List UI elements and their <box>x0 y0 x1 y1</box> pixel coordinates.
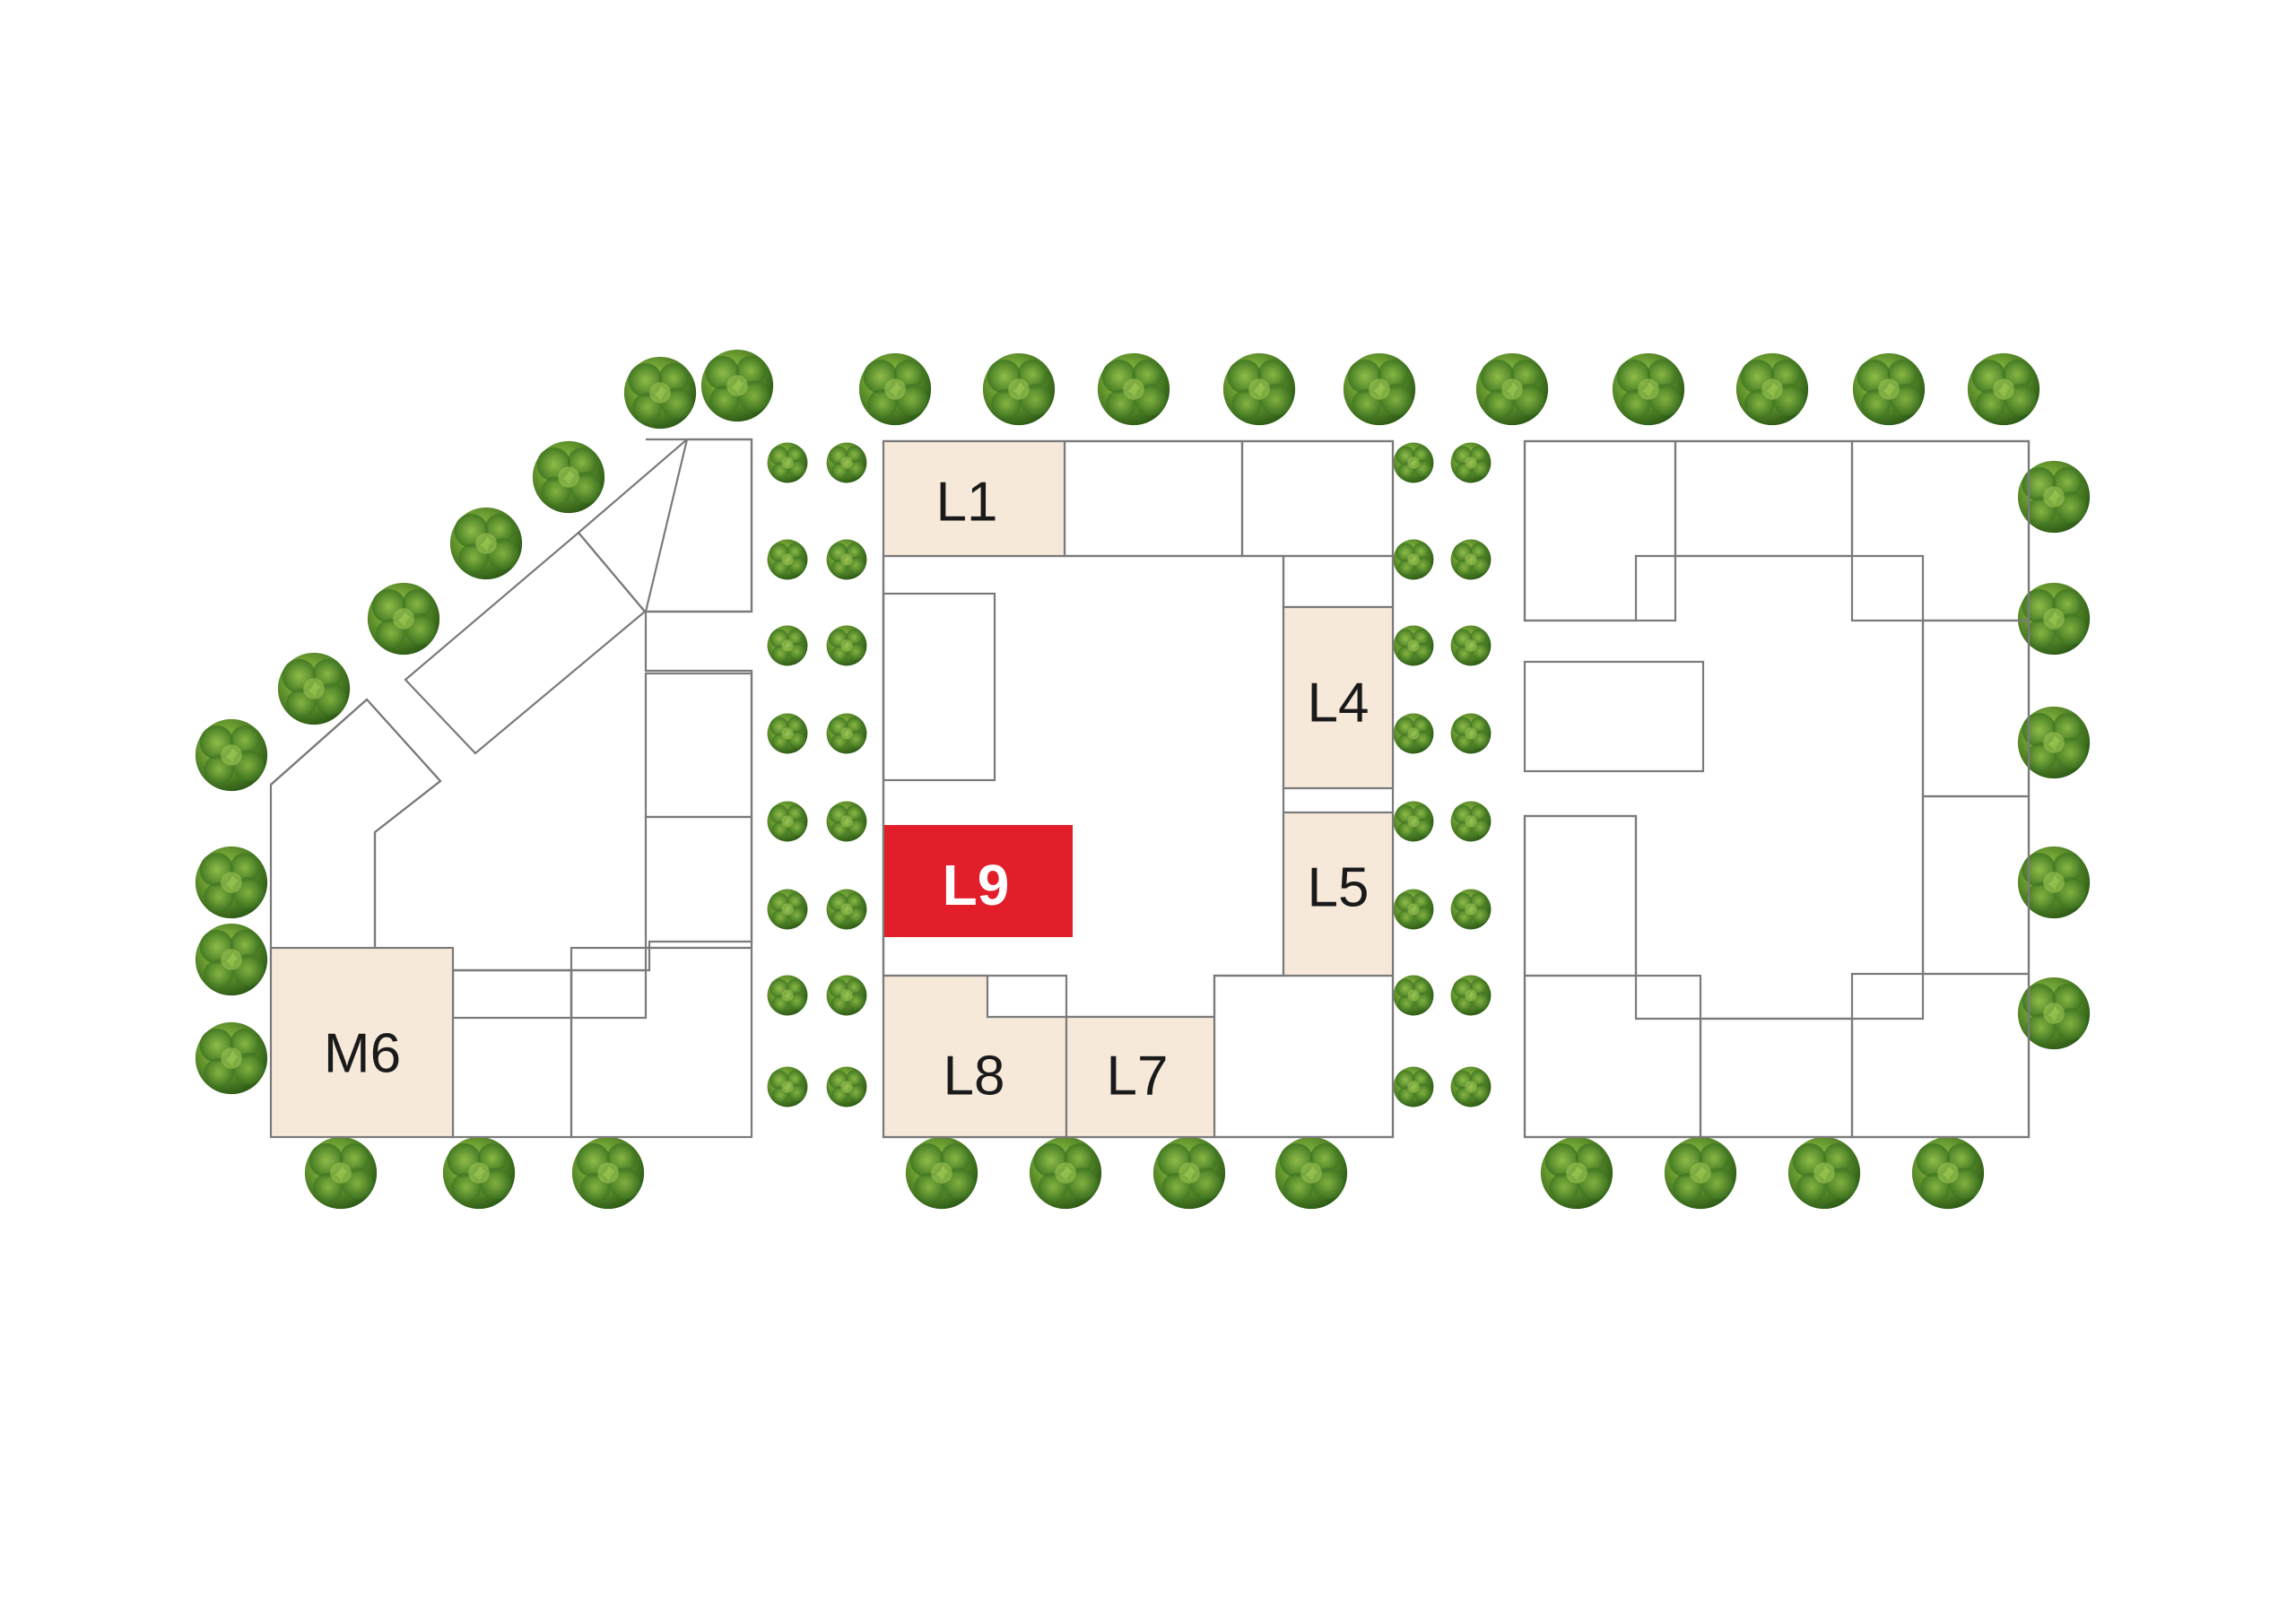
tree-icon <box>1222 352 1296 426</box>
tree-icon <box>826 625 867 666</box>
tree-icon <box>1393 801 1434 842</box>
right-south-unit-3 <box>1850 972 2031 1139</box>
tree-icon <box>1475 352 1549 426</box>
tree-icon <box>767 1066 808 1107</box>
tree-icon <box>767 539 808 580</box>
tree-icon <box>277 652 351 725</box>
tree-icon <box>1967 352 2040 426</box>
unit-l7[interactable] <box>1065 1015 1216 1139</box>
tree-icon <box>195 923 268 996</box>
east-wing-upper <box>644 672 753 819</box>
tree-icon <box>195 846 268 919</box>
north-unit-2 <box>1063 439 1244 558</box>
tree-icon <box>442 1136 516 1210</box>
north-unit-3 <box>1240 439 1395 558</box>
south-unit-east <box>570 946 753 1139</box>
tree-icon <box>195 1021 268 1095</box>
tree-icon <box>1029 1136 1102 1210</box>
tree-icon <box>195 718 268 792</box>
right-east-unit-2 <box>1921 795 2031 976</box>
tree-icon <box>1450 889 1492 930</box>
tree-icon <box>449 507 523 580</box>
courtyard-block <box>882 592 996 782</box>
tree-icon <box>1393 625 1434 666</box>
tree-icon <box>1393 442 1434 483</box>
tree-icon <box>1152 1136 1226 1210</box>
tree-icon <box>982 352 1056 426</box>
tree-icon <box>826 442 867 483</box>
unit-l5[interactable] <box>1282 811 1395 977</box>
tree-icon <box>1911 1136 1985 1210</box>
tree-icon <box>1393 1066 1434 1107</box>
tree-icon <box>1612 352 1685 426</box>
right-south-unit-1 <box>1523 974 1702 1139</box>
tree-icon <box>1450 713 1492 754</box>
unit-l9-selected[interactable] <box>884 825 1073 937</box>
right-block <box>1523 439 2031 1139</box>
tree-icon <box>767 801 808 842</box>
tree-icon <box>1450 442 1492 483</box>
tree-icon <box>1450 1066 1492 1107</box>
center-courtyard <box>882 554 1285 1019</box>
right-north-unit-2 <box>1674 439 1854 558</box>
right-block-outline <box>1523 439 2031 1139</box>
tree-icon <box>1097 352 1170 426</box>
tree-icon <box>1540 1136 1613 1210</box>
tree-icon <box>1450 625 1492 666</box>
tree-icon <box>1393 713 1434 754</box>
right-courtyard-block <box>1523 660 1705 773</box>
tree-icon <box>623 356 697 430</box>
center-block: L1 L4 L5 L8 L7 L9 <box>882 439 1395 1139</box>
tree-icon <box>826 1066 867 1107</box>
right-west-unit <box>1523 814 1638 977</box>
tree-icon <box>571 1136 645 1210</box>
diagonal-wing <box>404 531 647 755</box>
north-wing <box>577 438 753 613</box>
west-wing <box>269 698 442 972</box>
tree-icon <box>1787 1136 1861 1210</box>
tree-icon <box>367 582 440 656</box>
tree-icon <box>1852 352 1926 426</box>
south-unit-middle <box>451 968 573 1139</box>
tree-icon <box>826 889 867 930</box>
tree-icon <box>1274 1136 1348 1210</box>
right-north-unit-3 <box>1850 439 2031 622</box>
unit-l1[interactable] <box>882 439 1066 558</box>
tree-icon <box>767 442 808 483</box>
unit-l8[interactable] <box>882 974 1068 1139</box>
tree-icon <box>826 713 867 754</box>
tree-icon <box>1393 539 1434 580</box>
tree-icon <box>1664 1136 1737 1210</box>
unit-m6[interactable] <box>269 946 455 1139</box>
tree-icon <box>767 713 808 754</box>
east-corner-unit <box>1282 554 1395 609</box>
tree-icon <box>1343 352 1416 426</box>
tree-icon <box>1735 352 1809 426</box>
right-east-unit-1 <box>1921 619 2031 798</box>
right-north-unit-1 <box>1523 439 1677 622</box>
tree-icon <box>1450 975 1492 1016</box>
tree-icon <box>1450 539 1492 580</box>
south-east-unit <box>1213 974 1395 1139</box>
tree-icon <box>905 1136 978 1210</box>
tree-icon <box>858 352 932 426</box>
tree-icon <box>826 801 867 842</box>
tree-icon <box>767 625 808 666</box>
tree-icon <box>700 349 774 422</box>
east-wing-middle <box>644 815 753 950</box>
right-south-unit-2 <box>1699 1017 1854 1139</box>
tree-icon <box>304 1136 378 1210</box>
tree-icon <box>532 440 605 514</box>
unit-l4[interactable] <box>1282 605 1395 790</box>
south-strip-1 <box>451 968 573 1020</box>
tree-icon <box>1393 889 1434 930</box>
tree-icon <box>826 539 867 580</box>
tree-icon <box>1393 975 1434 1016</box>
tree-icon <box>767 889 808 930</box>
south-strip-2 <box>570 968 648 1020</box>
tree-icon <box>767 975 808 1016</box>
tree-icon <box>826 975 867 1016</box>
tree-icon <box>1450 801 1492 842</box>
